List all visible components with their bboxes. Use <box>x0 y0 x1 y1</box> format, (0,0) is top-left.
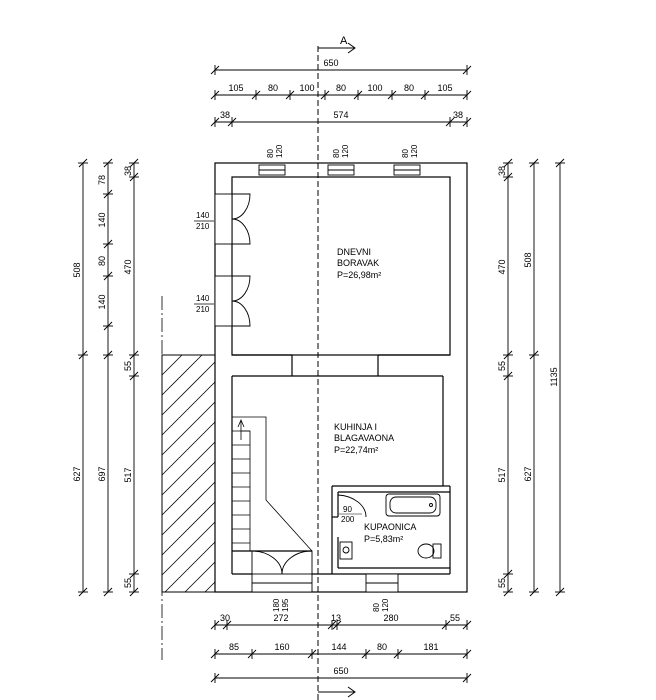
living-name-2: BORAVAK <box>337 258 379 268</box>
window-top-2-h: 120 <box>341 144 350 158</box>
dim-bottom-2-2: 160 <box>274 642 289 652</box>
window-top-1-w: 80 <box>266 149 275 158</box>
section-label-top: A <box>340 35 348 47</box>
dim-left-inner-2: 470 <box>123 259 133 274</box>
dim-top-6: 80 <box>404 83 414 93</box>
dim-bottom-1-1: 30 <box>220 613 230 623</box>
bath-window-w: 80 <box>372 603 381 612</box>
living-area: P=26,98m² <box>337 270 381 280</box>
dim-right-inner-2: 470 <box>497 259 507 274</box>
dim-left-outer-2: 627 <box>72 466 82 481</box>
bath-window-h: 120 <box>381 598 390 612</box>
dim-bottom-overall: 650 <box>333 666 348 676</box>
window-top-2-w: 80 <box>332 149 341 158</box>
dim-left-mid-1: 78 <box>97 175 107 185</box>
dim-bottom-2-3: 144 <box>331 642 346 652</box>
dim-left-outer-1: 508 <box>72 262 82 277</box>
walls <box>214 162 468 593</box>
dim-left-inner-3: 55 <box>123 361 133 371</box>
bath-area: P=5,83m² <box>364 534 403 544</box>
bottom-dimension-lines <box>210 620 472 683</box>
dim-top-4: 80 <box>336 83 346 93</box>
bath-door-w: 90 <box>343 505 352 514</box>
dim-right-inner-5: 55 <box>497 578 507 588</box>
dim-left-inner-5: 55 <box>123 578 133 588</box>
window-top-3-w: 80 <box>401 149 410 158</box>
window-top-3-h: 120 <box>410 144 419 158</box>
door-left-2-w: 140 <box>196 294 210 303</box>
top-windows <box>258 164 421 176</box>
dim-bottom-1-4: 280 <box>383 613 398 623</box>
dim-right-mid-1: 508 <box>523 252 533 267</box>
left-dimension-lines <box>78 158 139 597</box>
dim-bottom-2-5: 181 <box>423 642 438 652</box>
bathroom-fixtures <box>337 493 442 593</box>
dim-right-inner-3: 55 <box>497 361 507 371</box>
entrance-h: 195 <box>281 598 290 612</box>
dim-bottom-1-2: 272 <box>273 613 288 623</box>
kitchen-area: P=22,74m² <box>334 445 378 455</box>
right-dimension-lines <box>503 158 565 597</box>
dim-top-overall: 650 <box>323 58 338 68</box>
entrance-door <box>251 550 313 593</box>
hatched-terrace <box>161 296 216 660</box>
dim-top-3: 100 <box>299 83 314 93</box>
dim-top-7: 105 <box>437 83 452 93</box>
dim-right-overall: 1135 <box>549 367 559 386</box>
living-name-1: DNEVNI <box>337 247 371 257</box>
door-left-1-h: 210 <box>196 222 210 231</box>
kitchen-name-2: BLAGAVAONA <box>334 433 394 443</box>
dim-right-mid-2: 627 <box>523 466 533 481</box>
entrance-w: 180 <box>272 598 281 612</box>
dim-top-wall-left: 38 <box>220 110 230 120</box>
bath-name: KUPAONICA <box>364 522 416 532</box>
dim-left-inner-4: 517 <box>123 467 133 482</box>
dim-bottom-1-3: 13 <box>331 613 341 623</box>
dim-top-5: 100 <box>367 83 382 93</box>
dim-left-mid-3: 80 <box>97 256 107 266</box>
section-line-a <box>317 42 356 700</box>
door-left-2-h: 210 <box>196 305 210 314</box>
window-top-1-h: 120 <box>275 144 284 158</box>
dim-bottom-1-5: 55 <box>450 613 460 623</box>
kitchen-name-1: KUHINJA I <box>334 422 377 432</box>
dim-left-inner-1: 38 <box>123 166 133 176</box>
bath-door-h: 200 <box>341 515 355 524</box>
dim-top-inner: 574 <box>333 110 348 120</box>
dim-left-mid-4: 140 <box>97 294 107 309</box>
stairs <box>232 416 313 552</box>
dim-top-2: 80 <box>268 83 278 93</box>
dim-left-mid-2: 140 <box>97 212 107 227</box>
left-doors <box>214 193 251 327</box>
dim-left-mid-total: 697 <box>97 466 107 481</box>
dim-top-wall-right: 38 <box>453 110 463 120</box>
door-left-1-w: 140 <box>196 211 210 220</box>
dim-right-inner-1: 38 <box>497 166 507 176</box>
top-dimension-lines <box>210 65 472 127</box>
dim-bottom-2-4: 80 <box>377 642 387 652</box>
dim-right-inner-4: 517 <box>497 467 507 482</box>
dim-top-1: 105 <box>228 83 243 93</box>
dim-bottom-2-1: 85 <box>229 642 239 652</box>
